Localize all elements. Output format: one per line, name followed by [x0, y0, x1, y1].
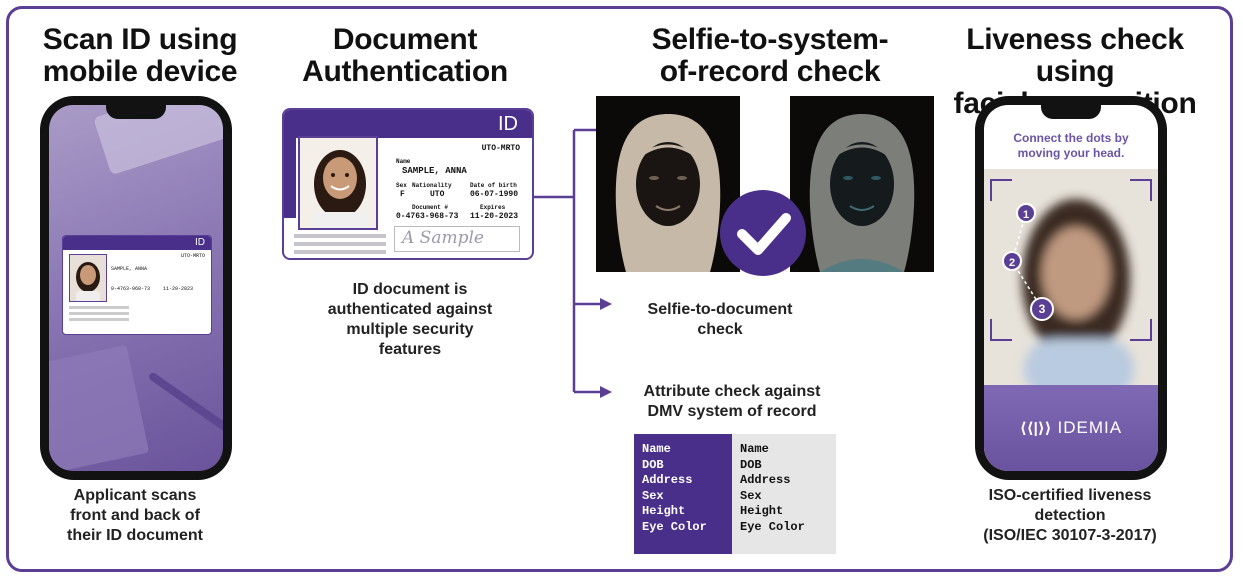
id-card-docnum-label: Document #	[412, 204, 449, 211]
id-card-code: UTO-MRTO	[481, 144, 520, 153]
liveness-phone-notch	[1041, 105, 1101, 119]
id-card-stripe	[294, 242, 386, 246]
id-card-signature: A Sample	[402, 228, 484, 248]
scanned-id-code: UTO-MRTO	[180, 253, 205, 259]
dot-1: 1	[1016, 203, 1036, 223]
attribute-item: Name	[740, 442, 769, 456]
checkmark-icon	[720, 190, 806, 276]
scanned-id-docnum: 0-4763-968-73	[111, 286, 151, 292]
id-card-sex: F	[400, 190, 405, 199]
scanned-id-expires: 11-20-2023	[163, 286, 194, 292]
dot-3: 3	[1030, 297, 1054, 321]
face-frame-corner	[1130, 179, 1152, 201]
id-card-name: SAMPLE, ANNA	[402, 166, 467, 176]
attribute-table: Name DOB Address Sex Height Eye Color Na…	[634, 434, 836, 554]
attribute-column-id: Name DOB Address Sex Height Eye Color	[634, 434, 732, 554]
idemia-brand-bar: ⟨⟨|⟩⟩ IDEMIA	[984, 385, 1158, 471]
scanned-id-name: SAMPLE, ANNA	[111, 266, 148, 272]
attribute-item: Address	[740, 473, 791, 487]
idemia-logo-icon: ⟨⟨|⟩⟩	[1019, 420, 1052, 437]
id-card-sex-label: Sex	[396, 182, 407, 189]
dot-path	[1011, 212, 1043, 310]
scanned-id-stripe	[69, 318, 129, 321]
scanned-id-card: ID UTO-MRTO SAMPLE, ANNA 0-4763-968-73 1…	[62, 235, 212, 335]
id-card-nationality: UTO	[430, 190, 445, 199]
diagram-frame	[6, 6, 1233, 572]
dot-2: 2	[1002, 251, 1022, 271]
attribute-item: Eye Color	[642, 519, 707, 534]
id-card-expires-label: Expires	[480, 204, 506, 211]
face-frame-corner	[990, 319, 1012, 341]
id-card-header: ID	[284, 110, 532, 138]
scanned-id-stripe	[69, 306, 129, 309]
heading-selfie-check: Selfie-to-system-of-record check	[651, 23, 889, 88]
attribute-item: Eye Color	[740, 519, 805, 534]
face-frame-corner	[990, 179, 1012, 201]
id-card-stripe	[294, 250, 386, 254]
attribute-item: DOB	[642, 457, 664, 472]
liveness-face-view: 1 2 3	[984, 169, 1158, 385]
scan-phone-notch	[106, 105, 166, 119]
face-frame-corner	[1130, 319, 1152, 341]
id-card-expires: 11-20-2023	[470, 212, 519, 221]
scan-phone: ID UTO-MRTO SAMPLE, ANNA 0-4763-968-73 1…	[40, 96, 232, 480]
id-card-signature-box	[394, 226, 520, 252]
id-card-dob-label: Date of birth	[470, 182, 517, 189]
scan-phone-screen: ID UTO-MRTO SAMPLE, ANNA 0-4763-968-73 1…	[49, 105, 223, 471]
pen-shape	[147, 371, 223, 447]
scanned-id-stripe	[69, 312, 129, 315]
id-card-side-band	[284, 138, 296, 218]
attribute-item: DOB	[740, 457, 762, 472]
id-card-dob: 06-07-1990	[470, 190, 519, 199]
scanned-id-photo	[69, 254, 107, 302]
id-card-stripe	[294, 234, 386, 238]
attribute-item: Name	[642, 442, 671, 456]
id-card-name-label: Name	[396, 158, 411, 165]
id-card-docnum: 0-4763-968-73	[396, 212, 459, 221]
idemia-brand-name: IDEMIA	[1057, 418, 1123, 437]
attribute-item: Height	[740, 504, 784, 518]
attribute-item: Height	[642, 504, 686, 518]
selfie-image-1	[596, 96, 740, 272]
attribute-column-dmv: Name DOB Address Sex Height Eye Color	[732, 434, 836, 554]
scanned-id-header: ID	[63, 236, 211, 250]
attribute-item: Sex	[642, 488, 664, 503]
attribute-item: Sex	[740, 488, 762, 503]
selfie-image-2	[790, 96, 934, 272]
document-id-card: ID UTO-MRTO Name SAMPLE, ANNA Sex Nation…	[282, 108, 534, 260]
attribute-item: Address	[642, 473, 693, 487]
notebook-shape	[49, 344, 150, 471]
id-card-nationality-label: Nationality	[412, 182, 452, 189]
id-card-photo	[298, 136, 378, 230]
